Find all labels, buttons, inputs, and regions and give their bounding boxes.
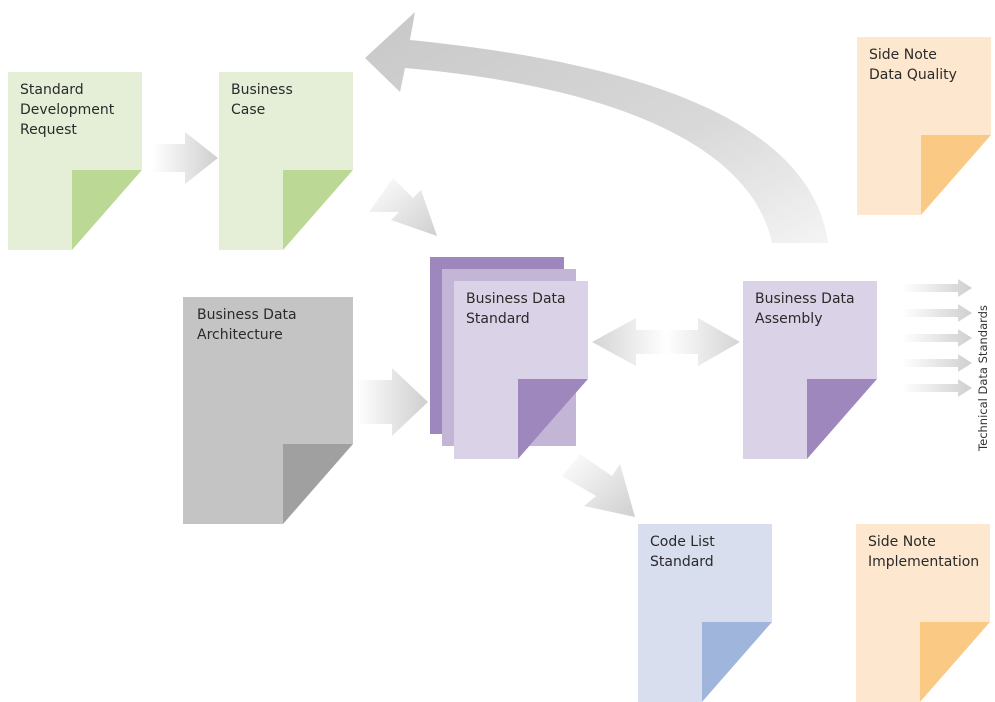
arrow-request-to-case: [152, 132, 218, 184]
document-label: Standard Development Request: [20, 82, 115, 138]
return-arrow: [365, 12, 828, 243]
arrow-architecture-to-standard: [355, 368, 428, 436]
arrow-standard-to-codelist: [562, 454, 635, 517]
document-label: Side Note Data Quality: [869, 47, 957, 83]
document-label: Code List Standard: [650, 534, 715, 570]
arrow-standard-assembly-bidirectional: [592, 318, 740, 366]
technical-data-arrows: [902, 279, 972, 397]
arrow-case-to-standard: [369, 178, 437, 236]
document-label: Side Note Implementation: [868, 534, 980, 570]
document-label: Business Data Assembly: [755, 291, 855, 327]
document-business-data-standard: Business Data Standard: [454, 281, 588, 459]
document-label: Business Data Standard: [466, 291, 566, 327]
technical-data-standards-label: Technical Data Standards: [976, 305, 990, 451]
document-label: Business Data Architecture: [197, 307, 297, 343]
document-label: Business Case: [231, 82, 293, 118]
